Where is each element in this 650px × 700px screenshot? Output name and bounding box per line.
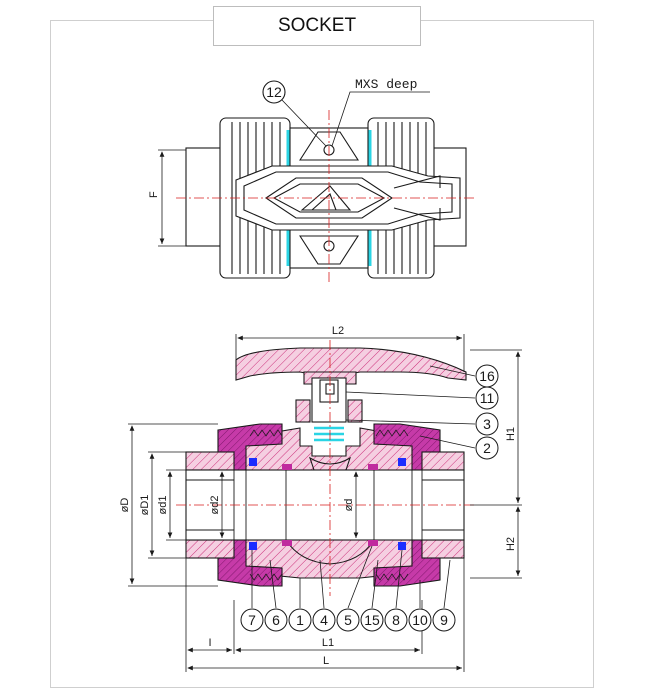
callout-3: 3 xyxy=(475,412,499,436)
callout-1: 1 xyxy=(288,608,312,632)
right-socket-bottom xyxy=(421,539,465,559)
nut-threads xyxy=(249,429,409,581)
dim-d-label: øD xyxy=(119,498,131,513)
ball-upper xyxy=(309,456,351,471)
dim-l1-label: L1 xyxy=(322,637,334,649)
callout-16: 16 xyxy=(475,364,499,388)
svg-text:2: 2 xyxy=(483,440,491,456)
top-left-pipe-end xyxy=(185,147,227,247)
seals xyxy=(249,458,406,550)
section-dimensions xyxy=(128,334,522,672)
callout-12: 12 xyxy=(266,84,282,100)
callout-12-circle xyxy=(262,80,286,104)
dim-i-label: I xyxy=(208,637,211,649)
left-socket-bottom xyxy=(185,539,235,559)
right-callouts: 16 11 3 2 xyxy=(475,364,499,460)
dim-d-bore-label: ød xyxy=(343,499,355,512)
section-view xyxy=(176,340,476,596)
mxs-deep-note: MXS deep xyxy=(355,77,417,92)
svg-text:8: 8 xyxy=(392,612,400,628)
section-handle xyxy=(235,347,467,381)
callout-6: 6 xyxy=(264,608,288,632)
callout-9: 9 xyxy=(432,608,456,632)
drawing-title: SOCKET xyxy=(277,15,357,36)
stem-orings xyxy=(314,426,344,442)
dim-d1-label: øD1 xyxy=(139,495,151,516)
top-view xyxy=(158,80,476,282)
left-socket-top xyxy=(185,451,235,471)
svg-text:1: 1 xyxy=(296,612,304,628)
svg-text:16: 16 xyxy=(479,368,495,384)
svg-text:11: 11 xyxy=(480,390,495,406)
svg-text:3: 3 xyxy=(483,416,491,432)
svg-text:7: 7 xyxy=(248,612,256,628)
callout-15: 15 xyxy=(360,608,384,632)
dim-d1-small-label: ød1 xyxy=(157,496,169,515)
callout-10: 10 xyxy=(408,608,432,632)
right-callout-leaders xyxy=(345,365,476,449)
svg-text:5: 5 xyxy=(344,612,352,628)
callout-5: 5 xyxy=(336,608,360,632)
right-socket-top xyxy=(421,451,465,471)
dim-h2-label: H2 xyxy=(505,537,517,551)
svg-text:6: 6 xyxy=(272,612,280,628)
callout-7: 7 xyxy=(240,608,264,632)
callout-11: 11 xyxy=(475,386,499,410)
bottom-callout-leaders xyxy=(251,545,451,609)
svg-text:10: 10 xyxy=(412,612,428,628)
dim-d2-label: ød2 xyxy=(209,496,221,515)
top-orings xyxy=(286,130,372,266)
section-centerlines xyxy=(176,340,476,596)
dim-l2-label: L2 xyxy=(332,325,344,337)
dim-f-label: F xyxy=(148,191,160,198)
svg-text:15: 15 xyxy=(364,612,380,628)
callout-2: 2 xyxy=(475,436,499,460)
top-centerlines xyxy=(176,110,476,282)
svg-text:9: 9 xyxy=(440,612,448,628)
callout-4: 4 xyxy=(312,608,336,632)
title-box: SOCKET xyxy=(213,6,421,46)
svg-text:4: 4 xyxy=(320,612,328,628)
stem-top xyxy=(319,379,339,403)
dim-h1-label: H1 xyxy=(505,427,517,441)
bottom-callouts: 7 6 1 4 5 15 8 10 xyxy=(240,608,456,632)
dim-l-label: L xyxy=(323,655,329,667)
callout-8: 8 xyxy=(384,608,408,632)
